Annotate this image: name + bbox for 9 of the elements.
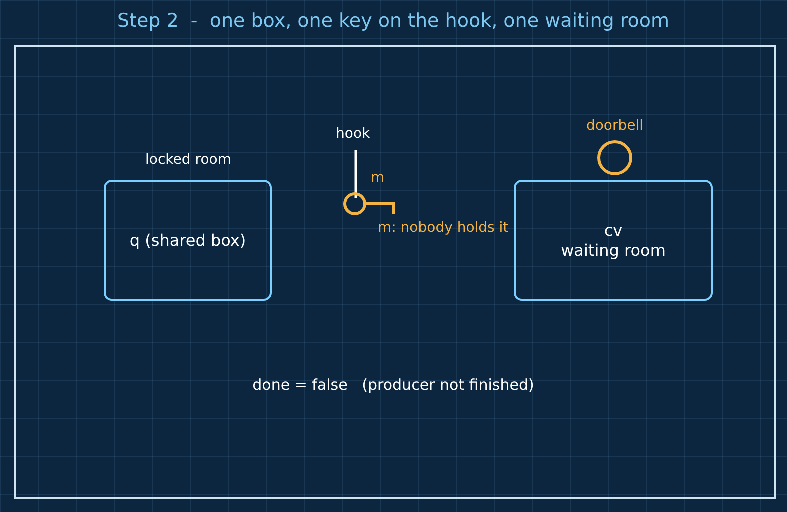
bell-label: doorbell [585, 118, 645, 134]
hook-label: hook [336, 126, 370, 142]
room-label: q (shared box) [128, 230, 248, 250]
title: Step 2 - one box, one key on the hook, one waiting room [116, 10, 671, 32]
room-label: cv waiting room [561, 220, 666, 260]
key-note: m: nobody holds it [378, 220, 509, 236]
key-label: m [371, 170, 385, 186]
status-note: done = false (producer not finished) [252, 376, 536, 394]
room-heading: locked room [144, 152, 232, 168]
